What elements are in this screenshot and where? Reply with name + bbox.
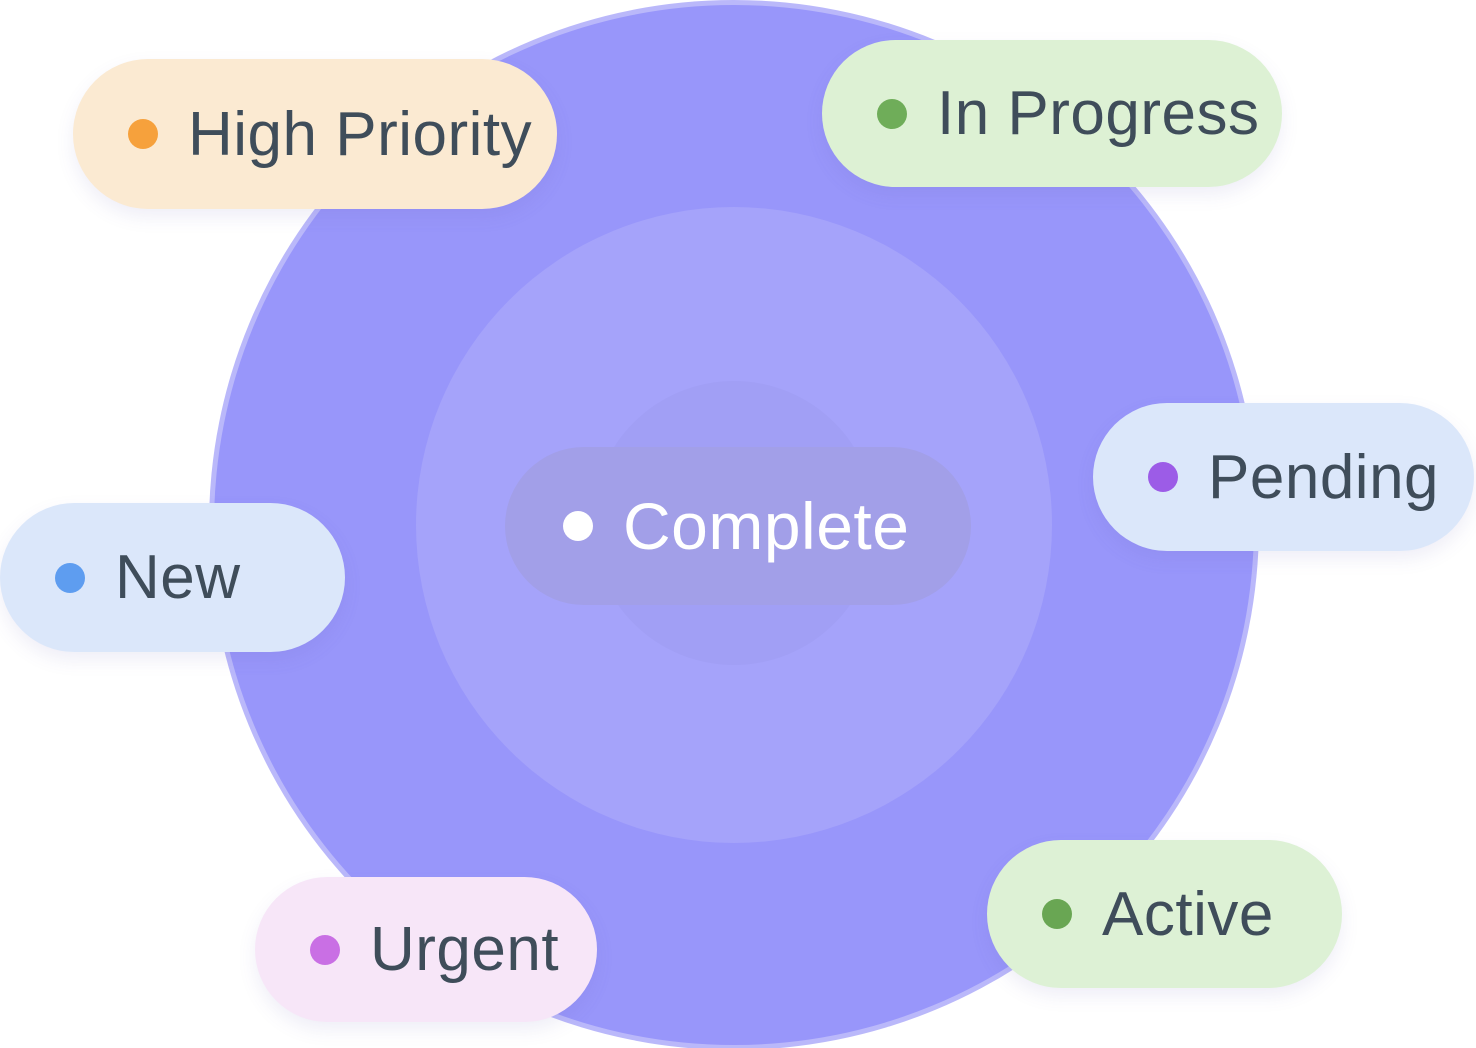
tag-active[interactable]: Active	[987, 840, 1342, 988]
status-dot-new	[55, 562, 85, 593]
tag-in-progress[interactable]: In Progress	[822, 40, 1282, 187]
tag-complete[interactable]: Complete	[505, 447, 971, 605]
tag-label: In Progress	[937, 79, 1260, 148]
tag-label: Pending	[1208, 442, 1440, 512]
tag-new[interactable]: New	[0, 503, 345, 652]
status-dot-complete	[563, 511, 593, 541]
tag-pending[interactable]: Pending	[1093, 403, 1474, 551]
status-dot-pending	[1148, 462, 1178, 492]
tag-high-priority[interactable]: High Priority	[73, 59, 557, 209]
tag-label: New	[115, 543, 241, 612]
status-dot-urgent	[310, 934, 340, 965]
status-dot-in-progress	[877, 98, 907, 129]
tag-label: High Priority	[188, 99, 533, 169]
status-dot-active	[1042, 899, 1072, 929]
tag-label: Active	[1102, 879, 1274, 949]
tag-label: Complete	[623, 489, 910, 563]
tag-label: Urgent	[370, 915, 560, 984]
status-dot-high-priority	[128, 119, 158, 149]
tag-urgent[interactable]: Urgent	[255, 877, 597, 1022]
